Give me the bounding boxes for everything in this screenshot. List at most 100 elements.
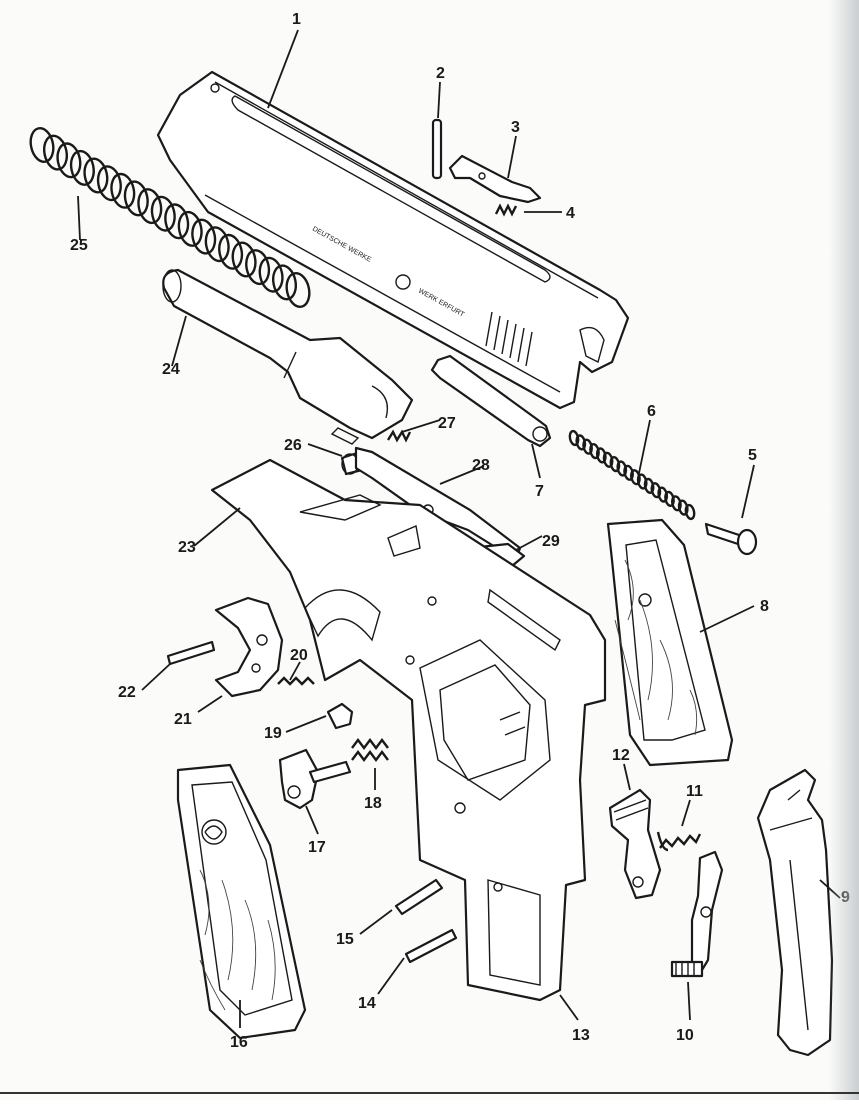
callout-17: 17 bbox=[308, 839, 326, 856]
spring-coil bbox=[271, 264, 298, 301]
leader-28 bbox=[439, 465, 485, 485]
callout-4: 4 bbox=[566, 205, 575, 222]
leader-15 bbox=[359, 909, 393, 935]
slide-serrations bbox=[485, 311, 533, 367]
leader-21 bbox=[197, 695, 223, 713]
part-25-recoil-spring bbox=[29, 127, 311, 308]
callout-24: 24 bbox=[162, 361, 180, 378]
callout-29: 29 bbox=[542, 533, 560, 550]
callout-6: 6 bbox=[647, 403, 656, 420]
callout-27: 27 bbox=[438, 415, 456, 432]
part-3-extractor bbox=[448, 154, 542, 204]
part-15-pin bbox=[394, 878, 444, 916]
leader-5 bbox=[741, 464, 755, 519]
callout-25: 25 bbox=[70, 237, 88, 254]
callout-11: 11 bbox=[686, 783, 703, 800]
spring-coil bbox=[42, 134, 69, 171]
spring-coil bbox=[204, 226, 230, 263]
leader-23 bbox=[193, 507, 241, 547]
spring-coil bbox=[285, 272, 311, 308]
part-10-magazine-catch bbox=[670, 850, 724, 978]
spring-coil bbox=[684, 503, 696, 521]
callout-20: 20 bbox=[290, 647, 308, 664]
spring-coil bbox=[150, 195, 176, 232]
callout-8: 8 bbox=[760, 598, 769, 615]
leader-27 bbox=[401, 419, 441, 433]
leader-29 bbox=[515, 535, 543, 551]
page-edge-shadow bbox=[829, 0, 859, 1100]
leader-3 bbox=[507, 135, 517, 179]
part-17-safety bbox=[278, 748, 352, 810]
leader-20 bbox=[289, 661, 301, 681]
leader-17 bbox=[305, 805, 319, 835]
spring-coil bbox=[123, 180, 149, 217]
part-8-right-grip bbox=[606, 518, 734, 767]
part-21-hammer bbox=[214, 596, 284, 698]
leader-24 bbox=[171, 315, 187, 367]
leader-11 bbox=[681, 799, 691, 827]
leader-6 bbox=[637, 419, 651, 479]
callout-numbers: 1 2 3 4 5 6 7 8 9 10 11 12 13 14 15 16 1… bbox=[70, 11, 850, 1051]
callout-13: 13 bbox=[572, 1027, 590, 1044]
spring-coil bbox=[29, 127, 55, 163]
spring-coil bbox=[231, 241, 257, 278]
callout-18: 18 bbox=[364, 795, 382, 812]
part-18-spring bbox=[351, 738, 389, 762]
part-24-barrel bbox=[162, 268, 414, 445]
part-4-extractor-spring bbox=[494, 203, 518, 217]
spring-coil bbox=[69, 149, 95, 186]
callout-2: 2 bbox=[436, 65, 445, 82]
leader-13 bbox=[559, 994, 579, 1021]
spring-coil bbox=[177, 210, 203, 247]
leader-22 bbox=[141, 663, 171, 691]
leader-2 bbox=[437, 81, 441, 119]
leader-7 bbox=[531, 443, 541, 479]
part-5-grip-screw bbox=[704, 522, 758, 556]
spring-coil bbox=[110, 172, 136, 209]
part-20-spring bbox=[277, 676, 315, 686]
callout-21: 21 bbox=[174, 711, 192, 728]
callout-5: 5 bbox=[748, 447, 757, 464]
callout-14: 14 bbox=[358, 995, 376, 1012]
part-1-slide: DEUTSCHE WERKE WERK ERFURT bbox=[156, 70, 630, 410]
callout-7: 7 bbox=[535, 483, 544, 500]
part-11-spring bbox=[656, 831, 702, 852]
spring-coil bbox=[56, 142, 82, 179]
spring-coil bbox=[245, 249, 271, 286]
callout-26: 26 bbox=[284, 437, 302, 454]
leader-26 bbox=[307, 443, 343, 457]
callout-12: 12 bbox=[612, 747, 630, 764]
spring-coil bbox=[164, 203, 190, 240]
part-22-pin bbox=[166, 640, 216, 666]
spring-coil bbox=[258, 256, 284, 293]
part-13-frame bbox=[210, 458, 607, 1002]
leader-19 bbox=[285, 715, 327, 733]
spring-coil bbox=[137, 188, 163, 225]
callout-23: 23 bbox=[178, 539, 196, 556]
leader-14 bbox=[377, 957, 405, 995]
part-14-pin bbox=[404, 928, 458, 964]
callout-19: 19 bbox=[264, 725, 282, 742]
callout-1: 1 bbox=[292, 11, 301, 28]
spring-coil bbox=[83, 157, 109, 194]
callout-3: 3 bbox=[511, 119, 520, 136]
callout-28: 28 bbox=[472, 457, 490, 474]
part-6-firing-pin-spring bbox=[568, 429, 696, 521]
spring-coil bbox=[191, 218, 217, 255]
part-16-left-grip bbox=[176, 763, 307, 1040]
part-12-lever bbox=[608, 788, 662, 900]
callout-15: 15 bbox=[336, 931, 354, 948]
part-7-guide-plug bbox=[430, 354, 552, 448]
leader-1 bbox=[267, 29, 299, 109]
part-27-spring bbox=[386, 429, 412, 443]
leader-12 bbox=[623, 763, 631, 791]
callout-10: 10 bbox=[676, 1027, 694, 1044]
callout-16: 16 bbox=[230, 1034, 248, 1051]
part-2-pin bbox=[431, 118, 443, 180]
leader-lines bbox=[77, 29, 841, 1028]
spring-coil bbox=[218, 233, 244, 270]
leader-8 bbox=[699, 605, 755, 633]
leader-10 bbox=[687, 981, 691, 1021]
